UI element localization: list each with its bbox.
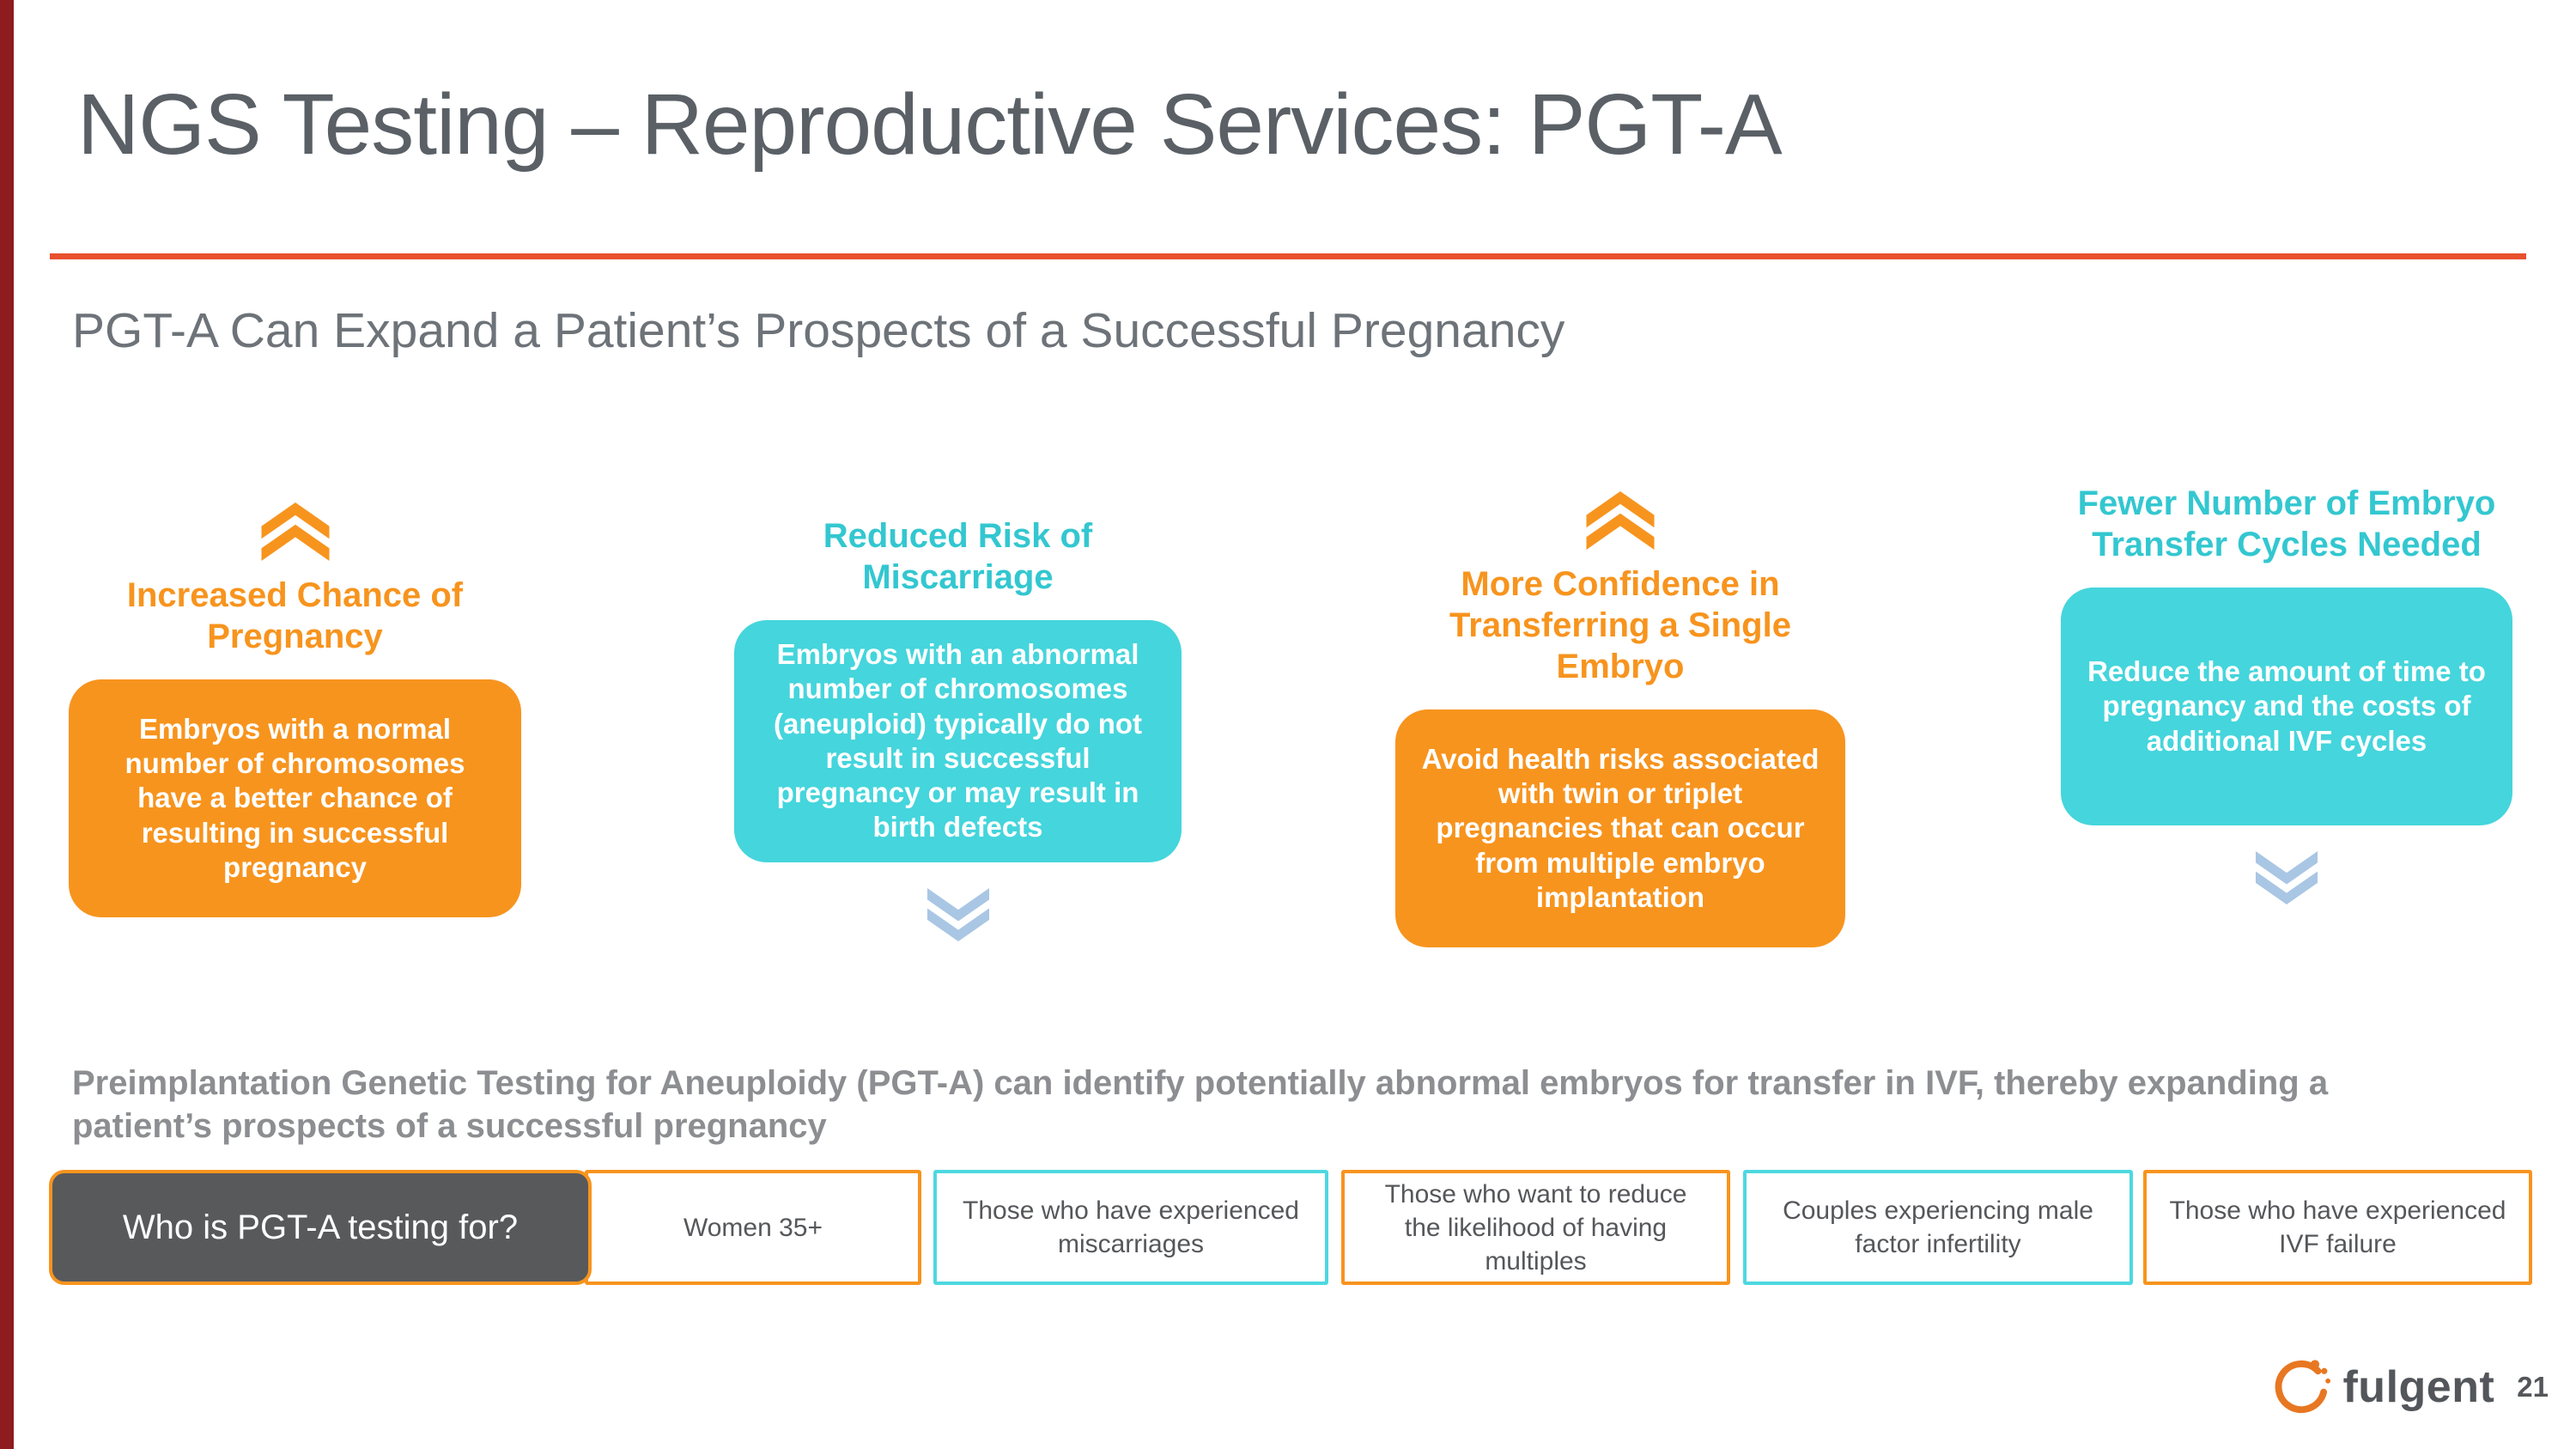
audience-item: Those who have experienced miscarriages [933,1170,1328,1285]
left-accent-bar [0,0,14,1449]
audience-item: Those who have experienced IVF failure [2143,1170,2532,1285]
benefit-heading: Increased Chance of Pregnancy [126,576,464,655]
audience-question-box: Who is PGT-A testing for? [49,1170,592,1285]
audience-item: Women 35+ [585,1170,921,1285]
benefit-heading: Reduced Risk of Miscarriage [823,517,1093,596]
benefit-heading: More Confidence in Transferring a Single… [1449,565,1791,685]
benefit-heading: Fewer Number of Embryo Transfer Cycles N… [2077,484,2496,563]
summary-text: Preimplantation Genetic Testing for Aneu… [72,1064,2329,1145]
chevron-double-up-icon [256,502,335,561]
audience-row: Who is PGT-A testing for? Women 35+ Thos… [49,1170,2532,1285]
benefit-body: Reduce the amount of time to pregnancy a… [2061,588,2512,825]
chevron-double-down-icon [2251,851,2323,904]
benefit-body: Embryos with an abnormal number of chrom… [734,620,1182,862]
benefit-body: Avoid health risks associated with twin … [1395,709,1845,947]
chevron-double-up-icon [1581,491,1660,550]
benefit-card-reduced-miscarriage: Reduced Risk of Miscarriage Embryos with… [734,515,1182,941]
benefit-body: Embryos with a normal number of chromoso… [69,679,521,917]
slide-subtitle: PGT-A Can Expand a Patient’s Prospects o… [72,303,1565,358]
fulgent-logo-icon [2269,1356,2331,1418]
brand-name: fulgent [2342,1362,2495,1412]
benefit-card-increased-chance: Increased Chance of Pregnancy Embryos wi… [69,502,521,917]
audience-item: Those who want to reduce the likelihood … [1341,1170,1730,1285]
page-number: 21 [2517,1371,2549,1403]
benefit-card-fewer-transfer-cycles: Fewer Number of Embryo Transfer Cycles N… [2061,483,2512,904]
benefit-card-single-embryo-confidence: More Confidence in Transferring a Single… [1395,491,1845,947]
title-divider-rule [50,253,2526,259]
chevron-double-down-icon [922,887,994,941]
footer: fulgent 21 [2269,1353,2549,1422]
audience-item: Couples experiencing male factor inferti… [1743,1170,2133,1285]
slide-title: NGS Testing – Reproductive Services: PGT… [77,76,1783,173]
